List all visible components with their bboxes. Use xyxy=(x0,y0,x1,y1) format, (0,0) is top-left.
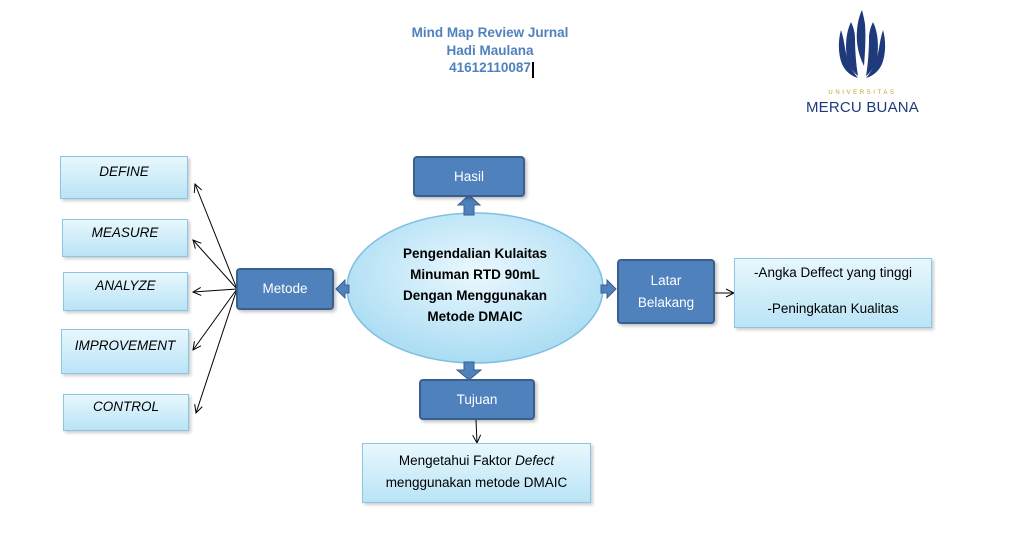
arrow-to-tujuan xyxy=(455,361,483,381)
step-measure[interactable]: MEASURE xyxy=(62,219,188,257)
tujuan-note-box[interactable]: Mengetahui Faktor Defect menggunakan met… xyxy=(362,443,591,503)
step-label: MEASURE xyxy=(91,224,159,240)
connector-improvement xyxy=(193,288,238,350)
arrow-to-hasil xyxy=(456,194,482,216)
logo-top-text: UNIVERSITAS xyxy=(828,90,897,96)
center-line: Minuman RTD 90mL xyxy=(410,267,540,282)
node-metode[interactable]: Metode xyxy=(236,268,334,310)
header-title: Mind Map Review Jurnal xyxy=(411,25,569,40)
text-cursor xyxy=(532,62,534,78)
node-hasil-label: Hasil xyxy=(453,168,484,184)
tujuan-note-italic: Defect xyxy=(515,453,555,468)
header-author: Hadi Maulana xyxy=(446,42,534,58)
node-tujuan-label: Tujuan xyxy=(456,391,498,407)
connector-control xyxy=(196,288,238,413)
node-latar-belakang[interactable]: Latar Belakang xyxy=(617,259,715,324)
center-line: Pengendalian Kulaitas xyxy=(402,246,548,261)
connector-define xyxy=(195,184,238,290)
step-label: ANALYZE xyxy=(95,278,156,293)
node-metode-label: Metode xyxy=(262,281,308,296)
university-logo: UNIVERSITAS MERCU BUANA xyxy=(800,10,925,116)
step-analyze[interactable]: ANALYZE xyxy=(63,272,188,311)
center-line: Metode DMAIC xyxy=(427,309,523,324)
connector-measure xyxy=(193,240,238,290)
latar-notes-box[interactable]: -Angka Deffect yang tinggi -Peningkatan … xyxy=(734,258,932,328)
node-hasil[interactable]: Hasil xyxy=(413,156,525,197)
latar-note: -Angka Deffect yang tinggi xyxy=(753,265,913,280)
step-define[interactable]: DEFINE xyxy=(60,156,188,199)
step-control[interactable]: CONTROL xyxy=(63,394,189,431)
connector-tujuan-note xyxy=(476,419,477,443)
header: Mind Map Review Jurnal Hadi Maulana 4161… xyxy=(380,24,600,77)
tujuan-note-prefix: Mengetahui Faktor xyxy=(398,453,516,468)
logo-emblem-icon xyxy=(838,10,886,78)
arrow-to-metode xyxy=(335,278,350,300)
step-improvement[interactable]: IMPROVEMENT xyxy=(61,329,189,374)
center-line: Dengan Menggunakan xyxy=(402,288,547,303)
node-latar-label-line2: Belakang xyxy=(637,294,695,310)
connector-analyze xyxy=(193,289,238,292)
latar-note: -Peningkatan Kualitas xyxy=(767,301,899,316)
node-tujuan[interactable]: Tujuan xyxy=(419,379,535,420)
center-topic: Pengendalian Kulaitas Minuman RTD 90mL D… xyxy=(370,243,580,327)
header-student-id: 41612110087 xyxy=(449,60,531,75)
step-label: DEFINE xyxy=(99,164,149,179)
step-label: IMPROVEMENT xyxy=(74,338,176,353)
logo-name: MERCU BUANA xyxy=(805,99,920,116)
tujuan-note-line2: menggunakan metode DMAIC xyxy=(385,475,568,490)
node-latar-label-line1: Latar xyxy=(650,272,682,288)
step-label: CONTROL xyxy=(92,399,159,414)
tujuan-note-line1: Mengetahui Faktor Defect xyxy=(363,451,590,471)
arrow-to-latar xyxy=(600,278,617,300)
